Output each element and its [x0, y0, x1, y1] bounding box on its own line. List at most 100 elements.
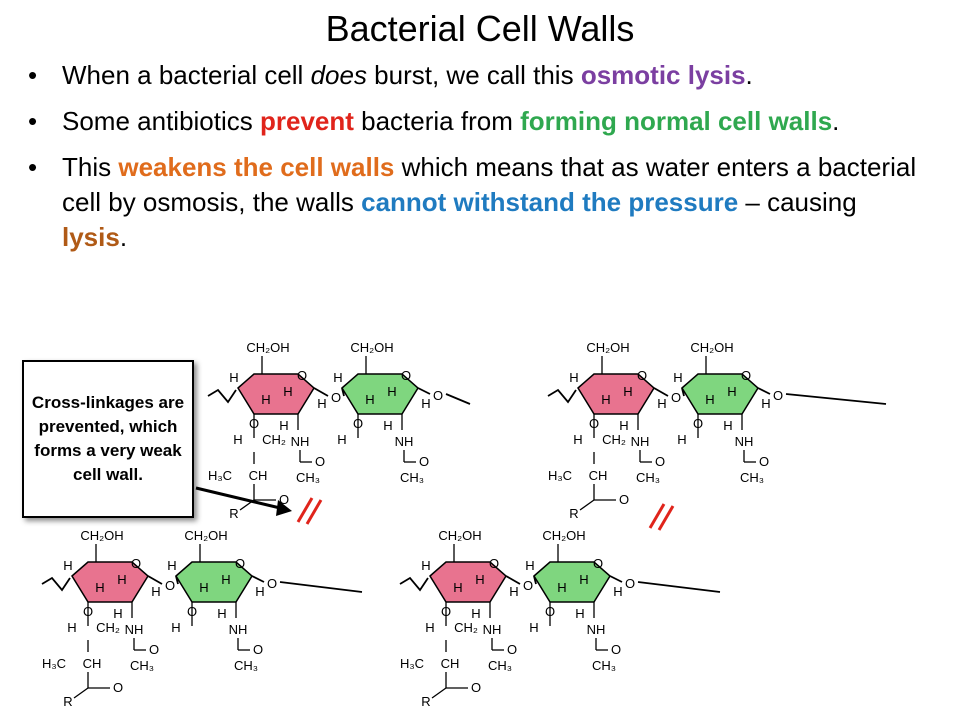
oxygen-label: O — [83, 604, 93, 619]
ring-oxygen-label: O — [489, 556, 499, 571]
hydrogen-label: H — [657, 396, 666, 411]
ch3-label: CH₃ — [234, 658, 258, 673]
callout-text: Cross-linkages are prevented, which form… — [31, 393, 185, 484]
oxygen-label: O — [249, 416, 259, 431]
hydrogen-label: H — [229, 370, 238, 385]
hydrogen-label: H — [525, 558, 534, 573]
bridge-oxygen-label: O — [523, 578, 533, 593]
bullet-text-part: does — [310, 60, 367, 90]
hydrogen-label: H — [727, 384, 736, 399]
nh-label: NH — [587, 622, 606, 637]
oxygen-label: O — [253, 642, 263, 657]
oxygen-label: O — [619, 492, 629, 507]
ring-oxygen-label: O — [297, 368, 307, 383]
glycosidic-bond — [505, 575, 521, 585]
bridge-oxygen-label: O — [625, 576, 635, 591]
hydrogen-label: H — [233, 432, 242, 447]
slide-title: Bacterial Cell Walls — [325, 8, 635, 49]
oxygen-label: O — [315, 454, 325, 469]
oxygen-label: O — [113, 680, 123, 695]
bullet-text-part: prevent — [259, 106, 354, 136]
ch-label: CH — [83, 656, 102, 671]
strand-start — [547, 388, 577, 404]
glycosidic-bond — [147, 575, 163, 585]
oxygen-label: O — [419, 454, 429, 469]
ch2oh-label: CH₂OH — [350, 340, 393, 355]
bullet-text-part: lysis — [62, 222, 120, 252]
ch3-label: CH₃ — [488, 658, 512, 673]
r-group-label: R — [569, 506, 578, 521]
hydrogen-label: H — [425, 620, 434, 635]
hydrogen-label: H — [167, 558, 176, 573]
bullet-text-part: When a bacterial cell — [62, 60, 311, 90]
hydrogen-label: H — [261, 392, 270, 407]
ring-oxygen-label: O — [741, 368, 751, 383]
ch2oh-label: CH₂OH — [246, 340, 289, 355]
hydrogen-label: H — [283, 384, 292, 399]
hydrogen-label: H — [387, 384, 396, 399]
ch2-label: CH₂ — [454, 620, 478, 635]
h3c-label: H₃C — [42, 656, 66, 671]
hydrogen-label: H — [117, 572, 126, 587]
ch3-label: CH₃ — [130, 658, 154, 673]
ch-label: CH — [441, 656, 460, 671]
ch2oh-label: CH₂OH — [542, 528, 585, 543]
r-group-label: R — [229, 506, 238, 521]
nh-label: NH — [631, 434, 650, 449]
callout-arrow — [195, 486, 281, 510]
h3c-label: H₃C — [208, 468, 232, 483]
bridge-oxygen-label: O — [165, 578, 175, 593]
broken-crosslink-mark — [648, 503, 666, 529]
hydrogen-label: H — [333, 370, 342, 385]
hydrogen-label: H — [575, 606, 584, 621]
bullet-text-part: forming normal cell walls — [520, 106, 833, 136]
oxygen-label: O — [441, 604, 451, 619]
hydrogen-label: H — [619, 418, 628, 433]
ring-oxygen-label: O — [593, 556, 603, 571]
bullet-item: • This weakens the cell walls which means… — [28, 150, 928, 255]
hydrogen-label: H — [151, 584, 160, 599]
hydrogen-label: H — [557, 580, 566, 595]
hydrogen-label: H — [221, 572, 230, 587]
hydrogen-label: H — [761, 396, 770, 411]
hydrogen-label: H — [723, 418, 732, 433]
glycosidic-bond — [757, 387, 771, 395]
callout-arrowhead — [276, 500, 292, 516]
glycosidic-bond — [279, 581, 363, 593]
bullet-text-part: osmotic lysis — [580, 60, 746, 90]
hydrogen-label: H — [67, 620, 76, 635]
ch2-label: CH₂ — [262, 432, 286, 447]
bullet-text-part: cannot withstand the pressure — [361, 187, 739, 217]
bullet-text-part: . — [745, 60, 753, 90]
bullet-text-part: weakens the cell walls — [118, 152, 395, 182]
ch2oh-label: CH₂OH — [80, 528, 123, 543]
bullet-dot: • — [28, 152, 38, 182]
bridge-oxygen-label: O — [773, 388, 783, 403]
hydrogen-label: H — [569, 370, 578, 385]
glycosidic-bond — [445, 393, 471, 405]
ch2oh-label: CH₂OH — [438, 528, 481, 543]
hydrogen-label: H — [63, 558, 72, 573]
hydrogen-label: H — [601, 392, 610, 407]
oxygen-label: O — [655, 454, 665, 469]
hydrogen-label: H — [453, 580, 462, 595]
hydrogen-label: H — [421, 396, 430, 411]
ch2-label: CH₂ — [602, 432, 626, 447]
bridge-oxygen-label: O — [331, 390, 341, 405]
hydrogen-label: H — [199, 580, 208, 595]
cross-linkage-callout: Cross-linkages are prevented, which form… — [22, 360, 194, 518]
bullet-text-part: This — [62, 152, 119, 182]
bullet-text-part: . — [832, 106, 840, 136]
bridge-oxygen-label: O — [671, 390, 681, 405]
nh-label: NH — [291, 434, 310, 449]
nh-label: NH — [735, 434, 754, 449]
glycosidic-bond — [251, 575, 265, 583]
bullet-text-part: which means that as water enters a bacte… — [62, 152, 917, 217]
hydrogen-label: H — [705, 392, 714, 407]
bullet-text-part: bacteria from — [353, 106, 521, 136]
hydrogen-label: H — [509, 584, 518, 599]
hydrogen-label: H — [677, 432, 686, 447]
bond-line — [579, 499, 595, 511]
hydrogen-label: H — [383, 418, 392, 433]
